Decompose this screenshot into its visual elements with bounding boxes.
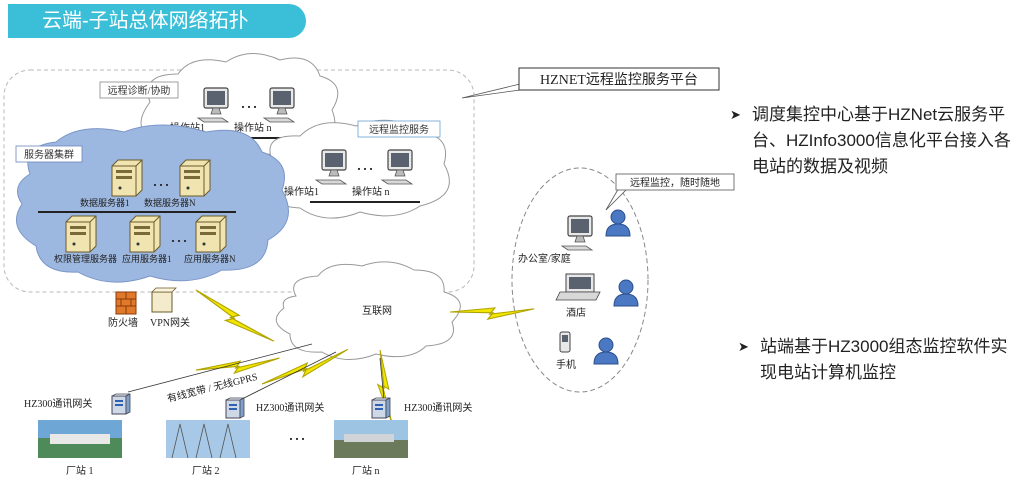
station-1-label: 厂站 1 [66, 464, 94, 477]
phone-icon [559, 331, 571, 353]
person-icon [605, 209, 631, 237]
internet-label: 互联网 [362, 305, 392, 317]
bullet-arrow-icon: ➤ [730, 107, 741, 122]
station-n: HZ300通讯网关 厂站 n [334, 397, 472, 477]
server-cluster-dots-bottom: … [170, 226, 188, 246]
mobile-users-group: 远程监控，随时随地 办公室/家庭 酒店 手机 [511, 167, 735, 393]
app-server-1-label: 应用服务器1 [122, 253, 172, 264]
bullet-1: ➤ 调度集控中心基于HZNet云服务平台、HZInfo3000信息化平台接入各电… [730, 102, 1012, 180]
data-server-1-label: 数据服务器1 [80, 197, 130, 208]
person-icon [593, 337, 619, 365]
vpn-label: VPN网关 [150, 316, 190, 329]
page-title: 云端-子站总体网络拓扑 [8, 4, 306, 38]
firewall: 防火墙 [108, 291, 138, 329]
station-2: HZ300通讯网关 厂站 2 [166, 397, 324, 477]
auth-server-icon [65, 215, 97, 253]
phone-label: 手机 [556, 358, 576, 371]
remote-diag-opn: 操作站 n [234, 121, 272, 134]
remote-diag-label: 远程诊断/协助 [108, 84, 171, 97]
stations-dots: … [288, 424, 306, 444]
laptop-icon [555, 273, 601, 301]
data-server-icon [179, 159, 211, 197]
firewall-label: 防火墙 [108, 316, 138, 329]
auth-server-label: 权限管理服务器 [54, 253, 117, 264]
platform-callout-text: HZNET远程监控服务平台 [540, 72, 698, 88]
app-server-n-label: 应用服务器N [184, 253, 236, 264]
station-n-label: 厂站 n [352, 464, 380, 477]
remote-monitor-label: 远程监控服务 [369, 123, 429, 136]
internet-cloud: 互联网 [275, 261, 461, 360]
data-server-icon [111, 159, 143, 197]
server-cluster-label: 服务器集群 [24, 148, 74, 161]
gateway-icon [371, 397, 391, 419]
platform-callout: HZNET远程监控服务平台 [461, 67, 720, 99]
vpn-gateway: VPN网关 [150, 287, 190, 329]
office-label: 办公室/家庭 [518, 252, 571, 265]
bullet-1-text: 调度集控中心基于HZNet云服务平台、HZInfo3000信息化平台接入各电站的… [752, 105, 1011, 176]
bullet-2-text: 站端基于HZ3000组态监控软件实现电站计算机监控 [760, 337, 1008, 382]
server-cluster-dots-top: … [152, 170, 170, 190]
person-icon [613, 279, 639, 307]
station-1: HZ300通讯网关 厂站 1 [24, 393, 131, 477]
link-label: 有线宽带 / 无线GPRS [166, 370, 259, 405]
mobile-callout-text: 远程监控，随时随地 [630, 176, 720, 189]
hotel-label: 酒店 [566, 306, 586, 319]
gateway-icon [225, 397, 245, 419]
server-cluster-cloud: 服务器集群 … 数据服务器1 数据服务器N … 权限管理服务器 应用服务器1 应… [15, 124, 289, 283]
remote-monitor-cloud: 远程监控服务 … 操作站1 操作站 n [262, 119, 450, 219]
remote-monitor-opn: 操作站 n [352, 185, 390, 198]
remote-monitor-dots: … [356, 154, 374, 174]
gateway-2-label: HZ300通讯网关 [256, 401, 324, 414]
gateway-3-label: HZ300通讯网关 [404, 401, 472, 414]
remote-monitor-op1: 操作站1 [284, 185, 319, 198]
app-server-icon [129, 215, 161, 253]
bullet-2: ➤ 站端基于HZ3000组态监控软件实现电站计算机监控 [738, 334, 1020, 386]
app-server-icon [195, 215, 227, 253]
link-bolt-icon [187, 289, 283, 342]
gateway-icon [111, 393, 131, 415]
gateway-1-label: HZ300通讯网关 [24, 397, 92, 410]
bullet-arrow-icon: ➤ [738, 339, 749, 354]
data-server-n-label: 数据服务器N [144, 197, 196, 208]
office-pc-icon [561, 215, 593, 251]
remote-diag-dots: … [240, 92, 258, 112]
link-bolt-icon [449, 281, 535, 340]
station-2-label: 厂站 2 [192, 464, 220, 477]
platform-frame [3, 69, 475, 293]
